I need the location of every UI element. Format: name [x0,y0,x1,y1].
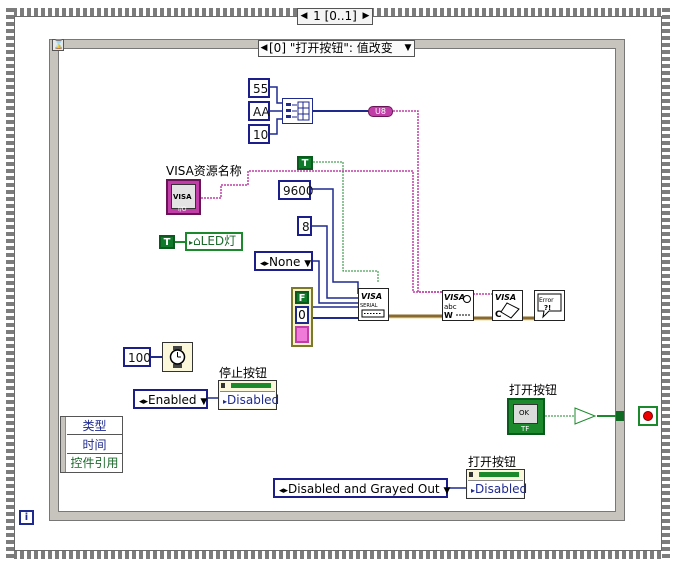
open-button-property-node[interactable]: ▸Disabled [466,469,525,499]
constant-aa[interactable]: AA [248,101,270,121]
stop-sign-icon [643,411,653,421]
visa-write-icon: VISA abc W [443,291,473,320]
svg-text:?!: ?! [544,304,551,312]
stop-button-prop-value: Disabled [227,393,279,407]
enum-arrows-icon: ◂▸ [279,486,288,496]
tf-text: TF [521,425,529,433]
svg-text:VISA: VISA [361,292,382,301]
svg-text:VISA: VISA [444,293,465,302]
dropdown-icon: ▼ [304,259,311,269]
visa-resource-label: VISA资源名称 [166,162,242,179]
visa-serial-icon: VISA SERIAL [359,289,388,320]
event-data-item-type: 类型 [67,417,122,435]
class-bar-icon [479,472,519,477]
visa-chip-text: VISA [173,193,191,201]
open-button-prop-label: 打开按钮 [468,453,516,470]
error-bubble-icon: Error ?! [535,291,564,320]
info-icon[interactable]: i [19,510,34,525]
simple-error-handler-node[interactable]: Error ?! [534,290,565,321]
baud-rate-constant[interactable]: 9600 [278,180,311,200]
boolean-tunnel [616,411,624,421]
visa-configure-serial-node[interactable]: VISA SERIAL [358,288,389,321]
dropdown-icon: ▼ [443,486,450,496]
event-data-item-time: 时间 [67,436,122,454]
svg-text:Error: Error [539,297,554,304]
source-string-constant [295,326,309,343]
parity-enum[interactable]: ◂▸None ▼ [254,251,313,271]
enum-arrows-icon: ◂▸ [260,259,269,269]
visa-write-node[interactable]: VISA abc W [442,290,474,321]
visa-close-icon: VISA C [493,291,522,320]
error-cluster-constant[interactable]: F 0 [291,287,313,347]
status-false-constant: F [295,291,309,304]
led-label: LED灯 [201,234,237,248]
build-array-icon [283,99,312,123]
open-button-prop: ▸Disabled [468,480,523,497]
enabled-value: Enabled [148,393,197,407]
led-local-variable[interactable]: ▸⌂LED灯 [185,232,243,251]
class-bar-icon [231,383,271,388]
stop-condition-terminal[interactable] [638,406,658,426]
wait-ms-constant[interactable]: 100 [123,347,151,367]
open-button-terminal[interactable]: OK TF [507,398,545,435]
event-data-node[interactable]: 类型 时间 控件引用 [60,416,123,473]
ok-text: OK [519,409,529,417]
constant-10[interactable]: 10 [248,124,270,144]
property-header-bar [221,383,274,389]
u8-conversion-node[interactable]: U8 [368,106,393,117]
enum-arrows-icon: ◂▸ [139,397,148,407]
ok-button-icon: OK [513,404,538,424]
property-header-bar [469,472,522,478]
stop-button-property-node[interactable]: ▸Disabled [218,380,277,410]
disabled-grayed-enum[interactable]: ◂▸Disabled and Grayed Out ▼ [273,478,448,498]
stop-button-label: 停止按钮 [219,364,267,381]
watch-icon [163,343,192,371]
event-data-node-bar [61,417,66,472]
visa-io-text: I/O [178,206,187,213]
tf-chip-icon [221,383,225,388]
svg-text:W: W [444,311,453,320]
boolean-true-constant[interactable]: T [297,156,313,170]
build-array-node[interactable] [282,98,313,124]
open-button-prop-value: Disabled [475,482,527,496]
led-true-constant[interactable]: T [159,235,175,249]
dropdown-icon: ▼ [200,397,207,407]
led-wire [175,241,185,243]
code-zero-constant: 0 [295,306,309,324]
wait-ms-node[interactable] [162,342,193,372]
tf-chip-icon [469,472,473,477]
visa-close-node[interactable]: VISA C [492,290,523,321]
constant-55[interactable]: 55 [248,78,270,98]
svg-text:SERIAL: SERIAL [360,303,378,309]
parity-value: None [269,255,300,269]
stop-button-prop: ▸Disabled [220,391,275,408]
open-button-terminal-label: 打开按钮 [509,381,557,398]
enabled-enum[interactable]: ◂▸Enabled ▼ [133,389,208,409]
svg-text:abc: abc [444,303,457,311]
disabled-grayed-value: Disabled and Grayed Out [288,482,440,496]
data-bits-constant[interactable]: 8 [297,216,312,236]
event-data-item-ctrl-ref: 控件引用 [67,455,122,472]
svg-text:VISA: VISA [495,293,516,302]
house-icon: ⌂ [193,234,201,248]
svg-text:C: C [495,310,502,320]
wait-ms-wire [151,356,162,358]
visa-resource-terminal[interactable]: VISA I/O [166,179,201,215]
